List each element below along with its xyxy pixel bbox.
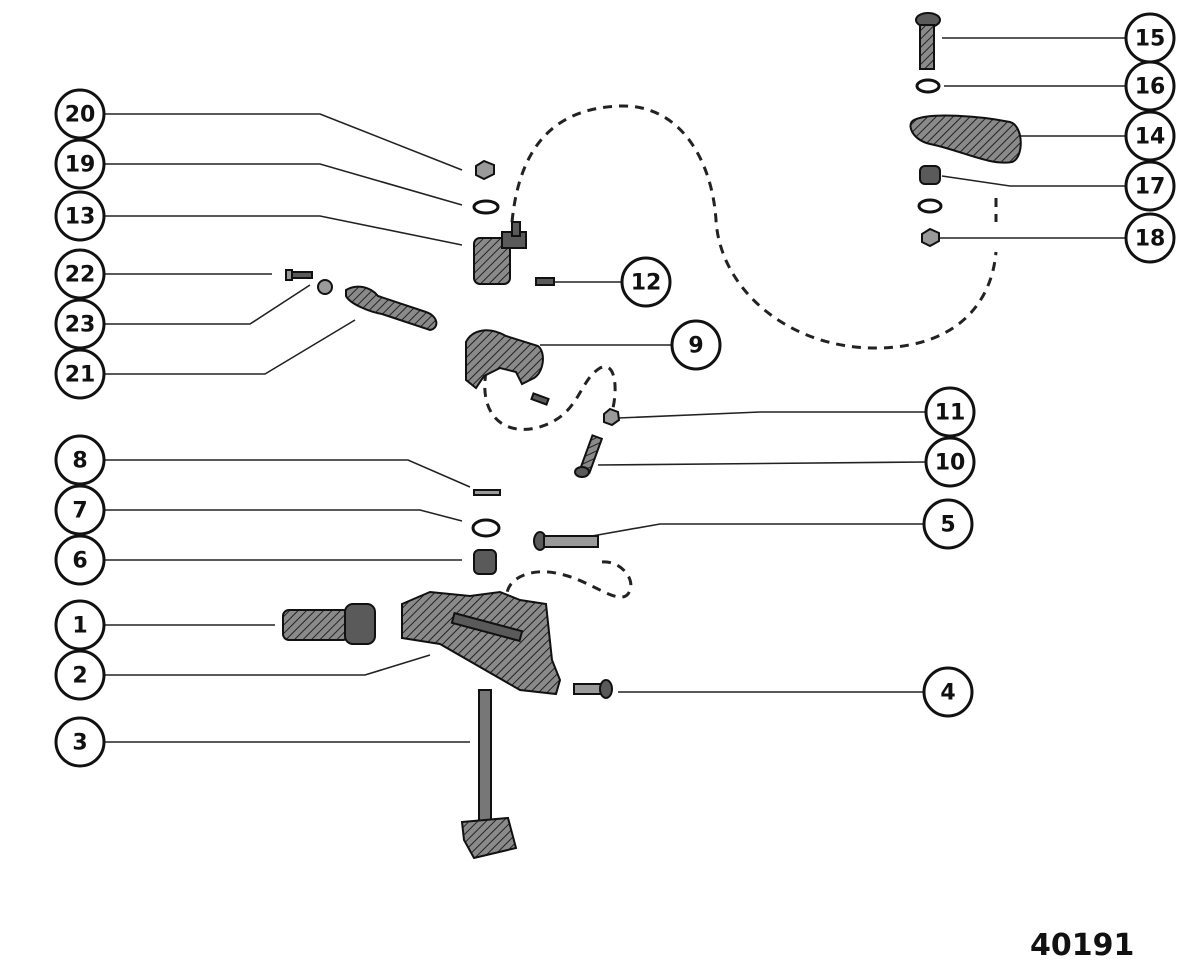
parts xyxy=(282,12,1022,860)
drawing-number: 40191 xyxy=(1030,928,1135,963)
svg-text:10: 10 xyxy=(935,451,966,476)
part-2-housing xyxy=(401,590,562,696)
part-21-link xyxy=(345,285,438,332)
svg-text:23: 23 xyxy=(65,313,96,338)
callout-19: 19 xyxy=(54,138,106,190)
svg-text:7: 7 xyxy=(72,499,87,524)
part-15-screw xyxy=(915,12,941,70)
part-washer-17-18 xyxy=(917,198,943,214)
svg-text:22: 22 xyxy=(65,263,96,288)
svg-text:20: 20 xyxy=(65,103,96,128)
leader-20 xyxy=(104,113,463,171)
svg-text:4: 4 xyxy=(940,681,955,706)
leader-5 xyxy=(591,523,924,537)
part-16-washer xyxy=(915,78,941,94)
svg-text:5: 5 xyxy=(940,513,955,538)
callout-18: 18 xyxy=(1124,212,1176,264)
leader-8 xyxy=(104,459,471,488)
svg-text:11: 11 xyxy=(935,401,966,426)
part-5-bolt xyxy=(533,531,599,551)
callout-16: 16 xyxy=(1124,60,1176,112)
callout-9: 9 xyxy=(670,319,722,371)
part-4-bolt xyxy=(573,679,613,699)
callout-10: 10 xyxy=(924,436,976,488)
leader-2 xyxy=(104,654,431,676)
leader-17 xyxy=(941,175,1126,187)
svg-text:14: 14 xyxy=(1135,125,1166,150)
callout-4: 4 xyxy=(922,666,974,718)
part-7-oring xyxy=(471,518,501,538)
callout-13: 13 xyxy=(54,190,106,242)
part-22-screw xyxy=(285,269,313,281)
callout-1: 1 xyxy=(54,599,106,651)
part-2-housing-slot xyxy=(450,611,524,643)
svg-text:21: 21 xyxy=(65,363,96,388)
dashed-path-9-to-10 xyxy=(483,365,617,431)
svg-text:16: 16 xyxy=(1135,75,1166,100)
callout-20: 20 xyxy=(54,88,106,140)
svg-text:15: 15 xyxy=(1135,27,1166,52)
leader-21 xyxy=(104,319,356,375)
svg-text:13: 13 xyxy=(65,205,96,230)
leader-11 xyxy=(617,411,926,419)
leader-13 xyxy=(104,215,463,246)
leader-7 xyxy=(104,509,463,522)
callout-3: 3 xyxy=(54,716,106,768)
callout-15: 15 xyxy=(1124,12,1176,64)
part-8-clip xyxy=(473,489,501,496)
svg-text:17: 17 xyxy=(1135,175,1166,200)
svg-text:18: 18 xyxy=(1135,227,1166,252)
callout-2: 2 xyxy=(54,649,106,701)
callout-12: 12 xyxy=(620,256,672,308)
callout-21: 21 xyxy=(54,348,106,400)
part-6-bushing xyxy=(473,549,497,575)
part-19-washer xyxy=(472,199,500,215)
assembly-dashed-lines xyxy=(483,104,998,605)
part-14-link xyxy=(909,114,1022,164)
callout-6: 6 xyxy=(54,534,106,586)
part-3-rod xyxy=(460,689,518,860)
callout-17: 17 xyxy=(1124,160,1176,212)
leader-lines xyxy=(104,37,1126,743)
part-11-nut xyxy=(603,407,621,427)
svg-text:9: 9 xyxy=(688,334,703,359)
callouts: 20 19 13 22 23 21 8 7 6 1 2 3 15 16 14 1… xyxy=(54,12,1176,768)
leader-19 xyxy=(104,163,463,206)
part-20-nut xyxy=(475,159,495,181)
part-18-nut xyxy=(921,227,940,248)
part-9-pin xyxy=(530,392,550,406)
part-1-cylinder xyxy=(282,603,376,645)
callout-7: 7 xyxy=(54,484,106,536)
svg-text:3: 3 xyxy=(72,731,87,756)
callout-22: 22 xyxy=(54,248,106,300)
svg-text:8: 8 xyxy=(72,449,87,474)
svg-text:1: 1 xyxy=(72,614,87,639)
svg-text:6: 6 xyxy=(72,549,87,574)
part-13-lever xyxy=(473,221,527,285)
dashed-path-13-to-18 xyxy=(510,104,998,350)
callout-8: 8 xyxy=(54,434,106,486)
callout-23: 23 xyxy=(54,298,106,350)
part-17-bushing xyxy=(919,165,941,185)
callout-11: 11 xyxy=(924,386,976,438)
leader-23 xyxy=(104,284,311,325)
part-9-bracket xyxy=(465,329,544,390)
part-12-pin xyxy=(535,277,555,286)
svg-text:2: 2 xyxy=(72,664,87,689)
callout-14: 14 xyxy=(1124,110,1176,162)
leader-10 xyxy=(597,461,927,466)
dashed-path-5-to-2 xyxy=(505,560,633,605)
svg-text:19: 19 xyxy=(65,153,96,178)
svg-text:12: 12 xyxy=(631,271,662,296)
part-23-washer xyxy=(317,279,333,295)
part-10-screw xyxy=(574,434,604,478)
callout-5: 5 xyxy=(922,498,974,550)
